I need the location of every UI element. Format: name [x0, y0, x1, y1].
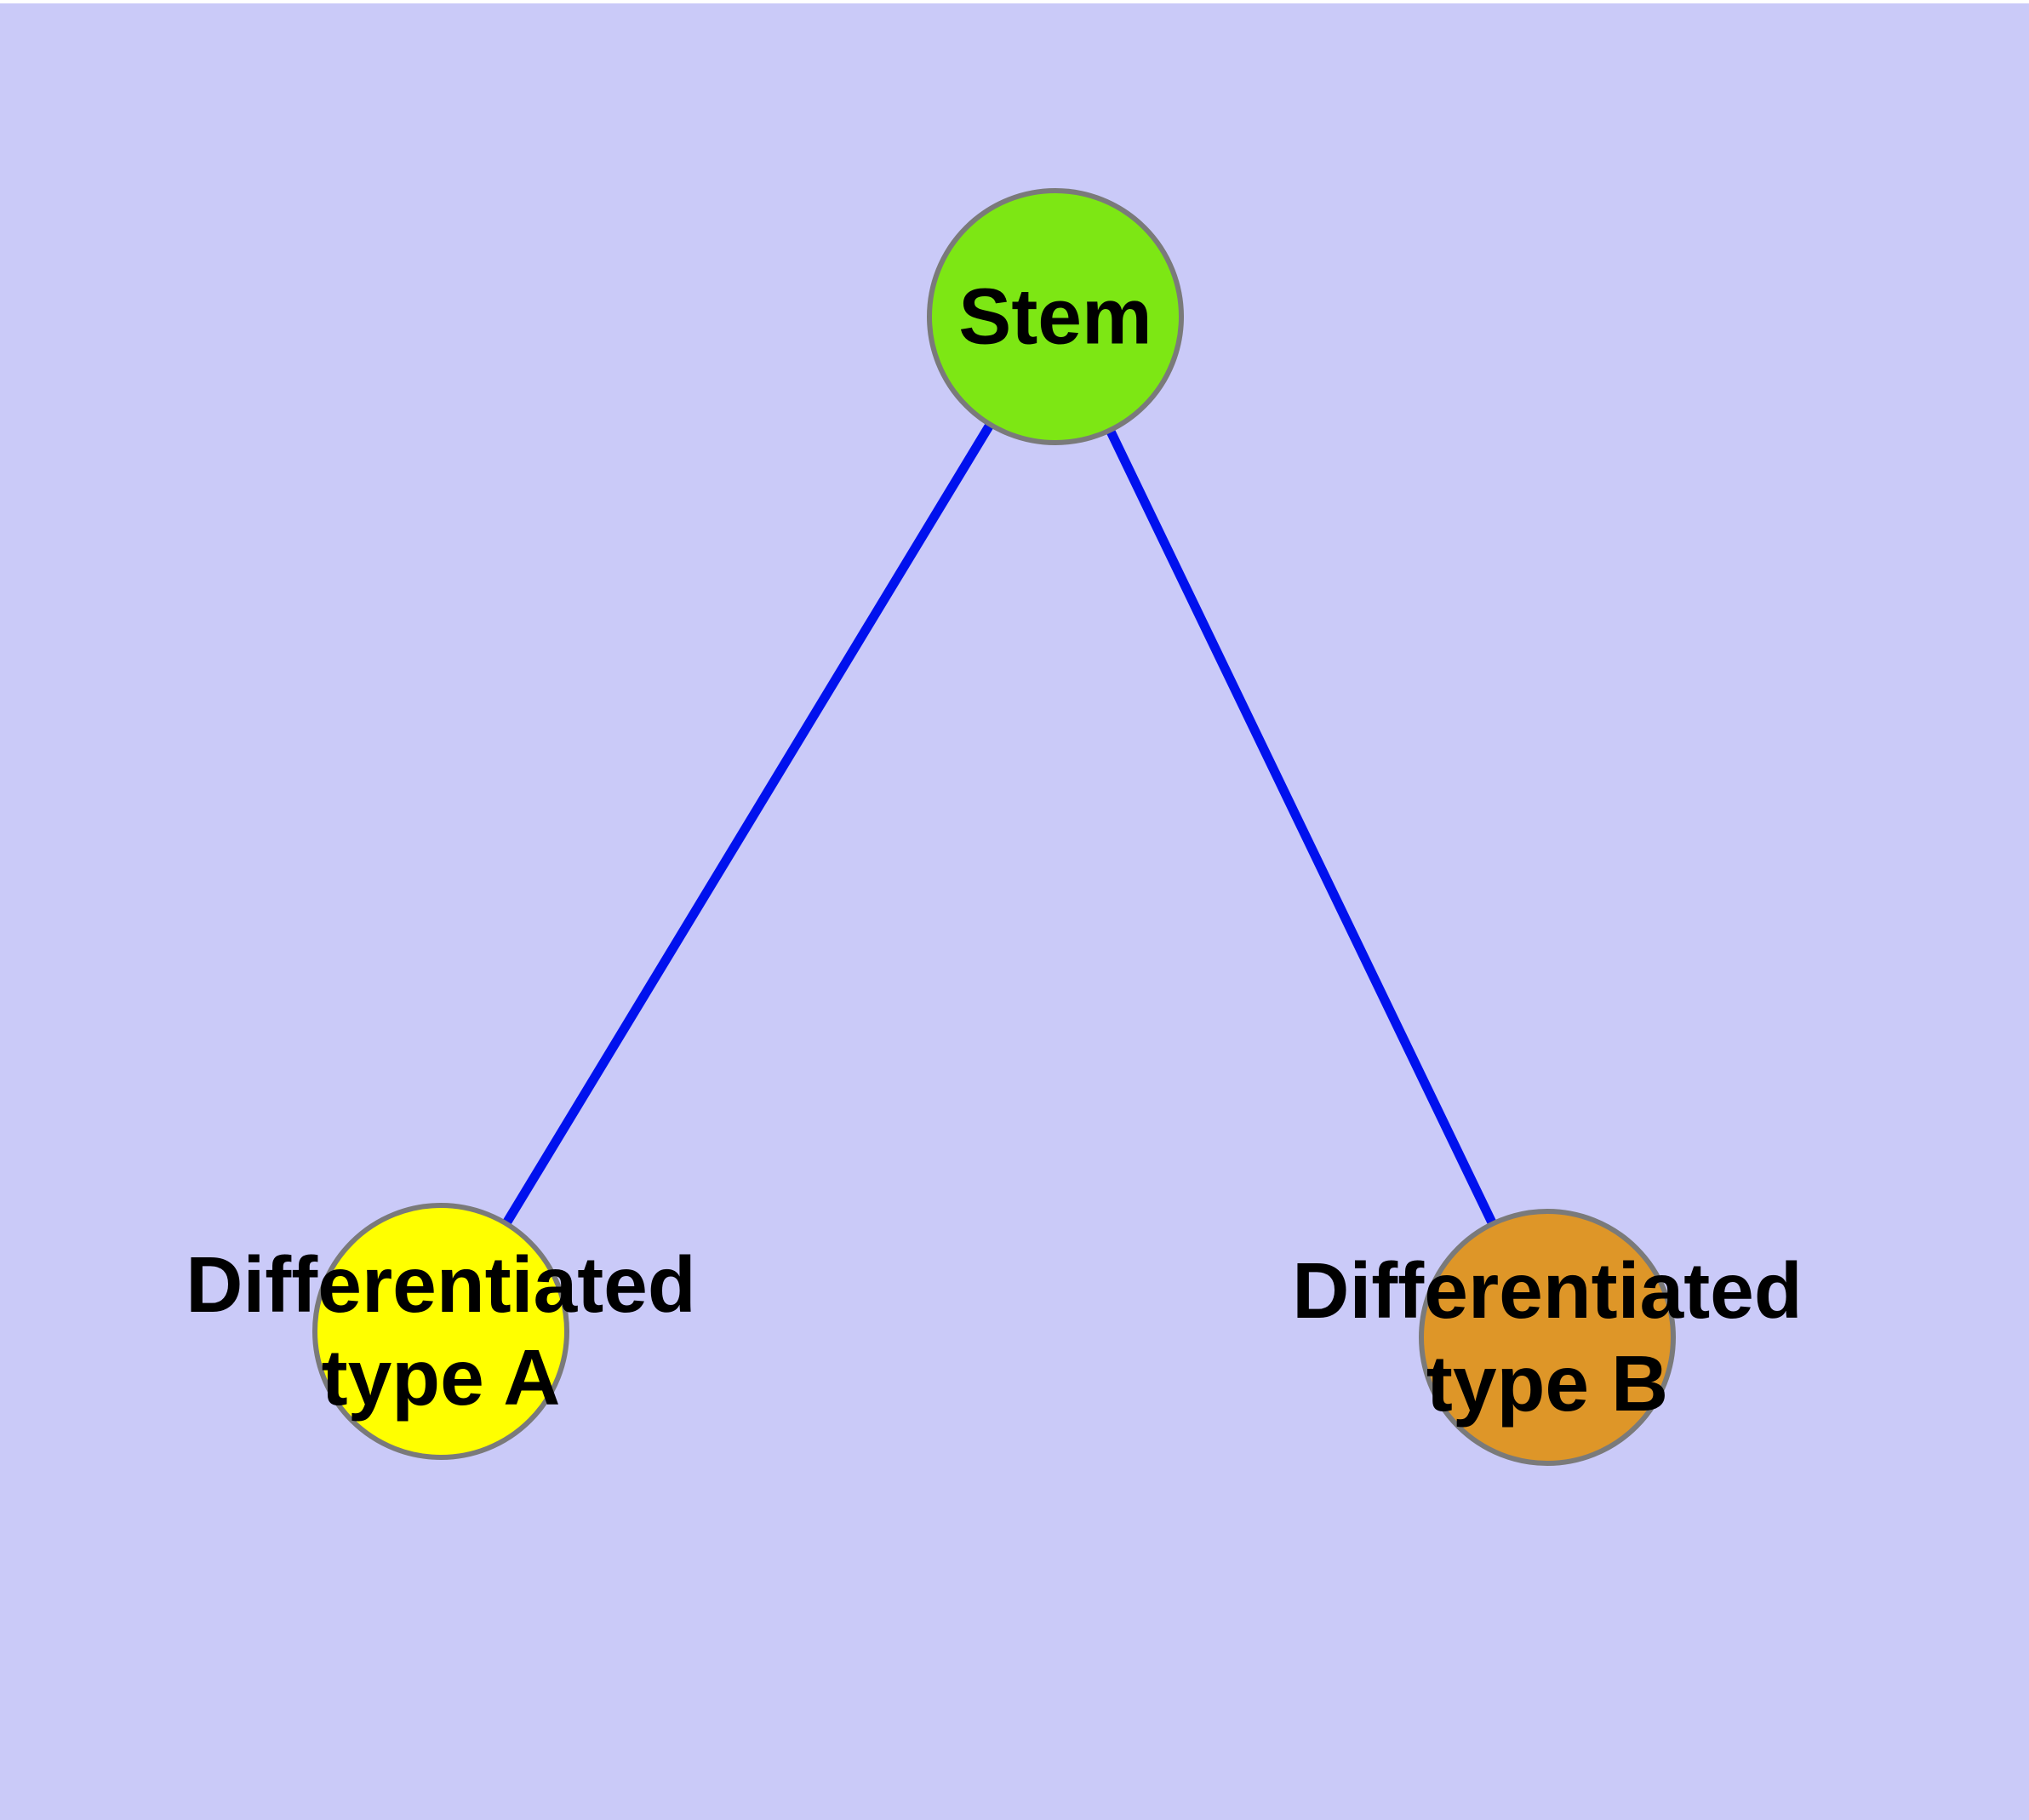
- node-differentiated-type-b: Differentiated type B: [1292, 1209, 1803, 1466]
- node-stem: Stem: [927, 188, 1184, 445]
- edge-stem-to-type-b: [1051, 314, 1552, 1340]
- plot-background: Stem Differentiated type A Differentiate…: [0, 3, 2029, 1820]
- edge-stem-to-type-a: [437, 314, 1060, 1334]
- node-stem-label: Stem: [958, 272, 1152, 361]
- node-differentiated-type-a: Differentiated type A: [186, 1203, 696, 1460]
- edges-layer: [437, 314, 1552, 1340]
